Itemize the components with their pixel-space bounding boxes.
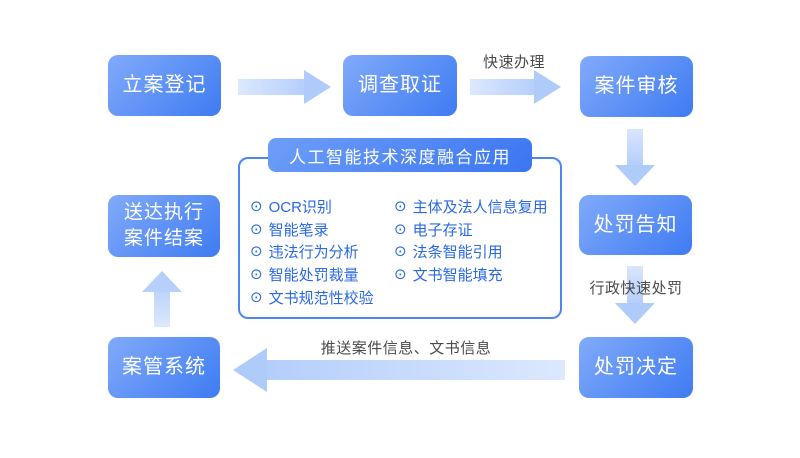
target-icon: ⊙	[250, 289, 263, 307]
ai-items-right-column: ⊙ 主体及法人信息复用 ⊙ 电子存证 ⊙ 法条智能引用 ⊙ 文书智能填充	[394, 195, 562, 286]
item-label: 文书智能填充	[412, 267, 503, 285]
arrow-case-system-to-delivery	[142, 271, 182, 327]
item-label: 文书规范性校验	[268, 290, 374, 308]
target-icon: ⊙	[250, 266, 263, 284]
ai-items-left-column: ⊙ OCR识别 ⊙ 智能笔录 ⊙ 违法行为分析 ⊙ 智能处罚裁量 ⊙ 文书规范性校验	[250, 195, 392, 309]
target-icon: ⊙	[394, 266, 407, 284]
item-label: OCR识别	[268, 198, 332, 216]
target-icon: ⊙	[250, 243, 263, 261]
arrow-right-icon	[304, 70, 331, 104]
target-icon: ⊙	[250, 197, 263, 215]
arrow-down-icon	[615, 303, 655, 324]
edge-label-push-info: 推送案件信息、文书信息	[320, 340, 492, 357]
arrow-down-icon	[615, 165, 655, 186]
item-label: 智能处罚裁量	[268, 267, 359, 285]
node-delivery-closure: 送达执行 案件结案	[108, 195, 220, 257]
edge-label-fast-punishment: 行政快速处罚	[589, 280, 683, 297]
node-case-mgmt-system: 案管系统	[108, 337, 220, 398]
list-item: ⊙ 法条智能引用	[394, 241, 562, 264]
arrow-review-to-notice	[615, 129, 655, 186]
list-item: ⊙ 智能处罚裁量	[250, 263, 392, 286]
item-label: 主体及法人信息复用	[412, 198, 548, 216]
node-penalty-notice: 处罚告知	[579, 195, 692, 255]
arrow-notice-to-decision	[615, 266, 655, 324]
list-item: ⊙ OCR识别	[250, 195, 392, 218]
arrow-register-to-investigate	[238, 70, 331, 104]
node-case-review: 案件审核	[580, 56, 693, 117]
node-case-registration: 立案登记	[108, 55, 221, 116]
list-item: ⊙ 违法行为分析	[250, 241, 392, 264]
arrow-investigate-to-review	[470, 70, 562, 104]
item-label: 法条智能引用	[412, 244, 503, 262]
node-investigation: 调查取证	[343, 55, 457, 116]
list-item: ⊙ 主体及法人信息复用	[394, 195, 562, 218]
arrow-decision-to-case-system	[233, 348, 567, 392]
target-icon: ⊙	[394, 220, 407, 238]
target-icon: ⊙	[394, 197, 407, 215]
target-icon: ⊙	[394, 243, 407, 261]
arrow-left-icon	[233, 348, 267, 392]
item-label: 电子存证	[412, 221, 473, 239]
target-icon: ⊙	[250, 220, 263, 238]
arrow-right-icon	[534, 70, 561, 104]
node-penalty-decision: 处罚决定	[579, 337, 693, 398]
ai-panel-title: 人工智能技术深度融合应用	[268, 138, 532, 172]
edge-label-fast-handling: 快速办理	[482, 54, 545, 71]
arrow-up-icon	[142, 271, 182, 292]
list-item: ⊙ 文书智能填充	[394, 263, 562, 286]
list-item: ⊙ 文书规范性校验	[250, 286, 392, 309]
item-label: 违法行为分析	[268, 244, 359, 262]
item-label: 智能笔录	[268, 221, 329, 239]
list-item: ⊙ 智能笔录	[250, 218, 392, 241]
list-item: ⊙ 电子存证	[394, 218, 562, 241]
